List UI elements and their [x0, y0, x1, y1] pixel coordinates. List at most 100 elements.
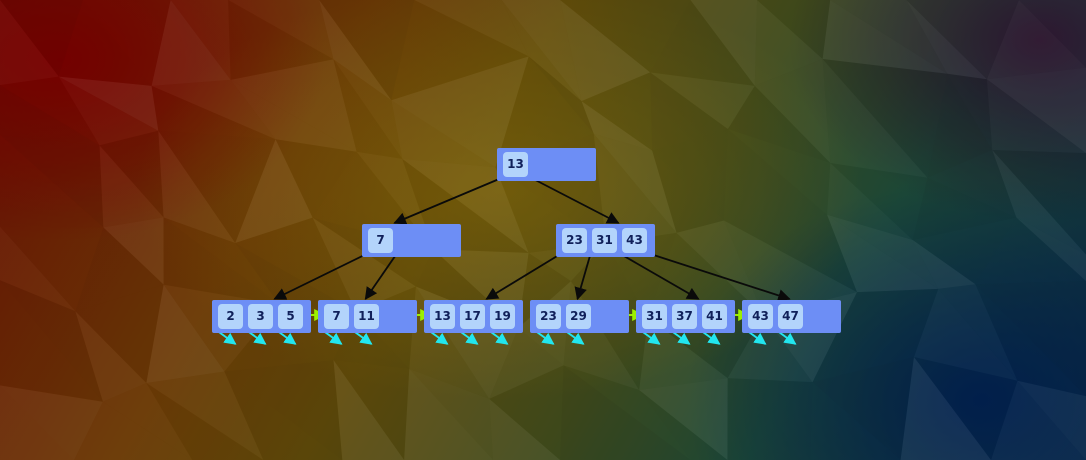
background-facet — [727, 85, 831, 164]
record-pointer-arrow — [670, 330, 691, 345]
background-facet — [560, 0, 651, 102]
background-facet — [99, 130, 164, 218]
node-key: 31 — [642, 304, 667, 329]
background-facet — [489, 327, 564, 399]
background-facet — [163, 217, 280, 305]
background-facet — [404, 368, 494, 460]
background-facet — [75, 311, 147, 402]
background-facet — [822, 58, 948, 178]
background-facet — [1017, 380, 1086, 460]
background-facet — [652, 129, 728, 221]
record-pointer-arrow — [700, 330, 721, 345]
background-facet — [224, 371, 343, 460]
tree-edge-arrow — [620, 253, 700, 300]
record-pointer-arrow — [746, 330, 767, 345]
background-facet — [570, 243, 649, 318]
node-key: 29 — [566, 304, 591, 329]
node-key: 41 — [702, 304, 727, 329]
node-key: 3 — [248, 304, 273, 329]
background-facet — [690, 0, 758, 86]
background-facet — [230, 79, 357, 152]
background-facet — [593, 133, 677, 233]
record-pointer-arrow — [276, 330, 297, 345]
background-facet — [827, 214, 939, 293]
node-key: 5 — [278, 304, 303, 329]
background-facet — [1016, 217, 1086, 281]
background-facet — [235, 139, 313, 244]
background-facet — [906, 0, 987, 80]
background-facet — [146, 284, 225, 384]
background-facet — [0, 280, 103, 402]
record-pointer-arrow — [488, 330, 509, 345]
background-facet — [489, 398, 561, 460]
background-facet — [992, 150, 1086, 255]
node-key: 31 — [592, 228, 617, 253]
tree-edge-arrow — [574, 253, 592, 301]
node-key: 7 — [324, 304, 349, 329]
background-facet — [235, 243, 356, 312]
background-facet — [75, 284, 164, 384]
background-facet — [409, 368, 494, 460]
background-facet — [501, 0, 582, 102]
record-pointer-arrow — [428, 330, 449, 345]
background-facet — [151, 0, 231, 86]
tree-node-internal-left: 7 — [362, 224, 461, 257]
background-facet — [230, 59, 357, 152]
background-facet — [830, 0, 948, 74]
background-facet — [0, 385, 75, 460]
node-key: 17 — [460, 304, 485, 329]
background-facet — [975, 280, 1086, 397]
node-key: 7 — [368, 228, 393, 253]
background-facet — [676, 220, 764, 316]
background-facet — [103, 217, 164, 285]
background-facet — [275, 139, 357, 218]
node-key: 43 — [748, 304, 773, 329]
background-facet — [391, 100, 496, 168]
background-facet — [333, 359, 405, 460]
node-key: 13 — [430, 304, 455, 329]
node-key: 47 — [778, 304, 803, 329]
background-facet — [639, 378, 728, 460]
background-facet — [912, 177, 1017, 240]
background-facet — [986, 67, 1086, 154]
background-facet — [912, 239, 976, 289]
record-pointer-arrow — [246, 330, 267, 345]
record-pointer-arrow — [564, 330, 585, 345]
record-pointer-arrow — [534, 330, 555, 345]
record-pointer-arrow — [776, 330, 797, 345]
background-facet — [986, 0, 1086, 80]
tree-edge-arrow — [364, 253, 398, 301]
background-facet — [75, 227, 164, 312]
background-facet — [528, 56, 594, 134]
background-facet — [158, 130, 236, 244]
record-pointer-arrow — [322, 330, 343, 345]
background-facet — [812, 356, 914, 460]
background-facet — [0, 134, 104, 228]
tree-edge-arrow — [273, 253, 367, 300]
background-facet — [992, 150, 1086, 255]
background-facet — [724, 214, 857, 293]
record-pointer-arrow — [216, 330, 237, 345]
background-facet — [560, 365, 691, 460]
node-key: 23 — [536, 304, 561, 329]
node-key: 11 — [354, 304, 379, 329]
background-facet — [224, 359, 343, 460]
record-pointer-arrow — [352, 330, 373, 345]
background-facet — [652, 150, 725, 233]
background-facet — [158, 130, 276, 244]
background-facet — [822, 0, 948, 74]
background-facet — [650, 72, 728, 151]
background-facet — [927, 73, 993, 178]
background-facet — [58, 76, 159, 131]
background-facet — [724, 129, 828, 221]
background-facet — [639, 317, 728, 390]
tree-node-root: 13 — [497, 148, 596, 181]
node-key: 37 — [672, 304, 697, 329]
node-key: 43 — [622, 228, 647, 253]
